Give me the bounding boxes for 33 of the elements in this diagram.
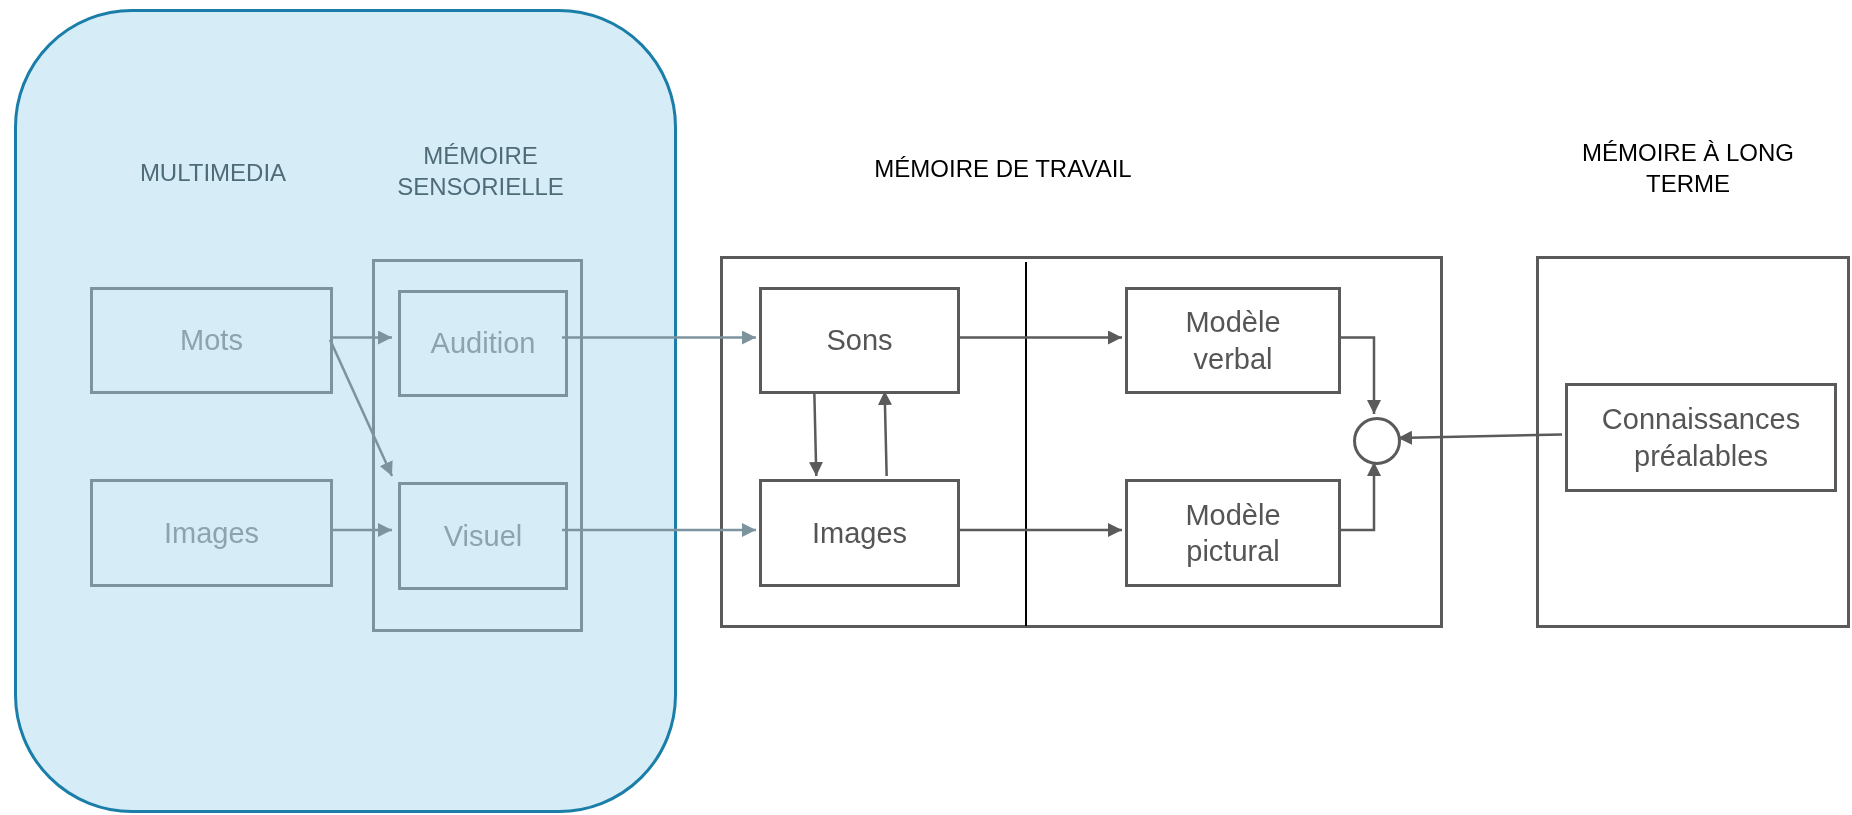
process-box [759, 287, 960, 394]
arrow [330, 330, 392, 345]
arrow [562, 330, 756, 345]
node-label: Sons [825, 323, 894, 359]
node-label: Modèle pictural [1184, 497, 1282, 569]
section-heading: MULTIMEDIA [138, 158, 288, 188]
memory-panel [14, 9, 677, 813]
process-box [1565, 383, 1837, 492]
process-box [90, 479, 333, 587]
arrow [328, 339, 394, 477]
process-box [1125, 287, 1341, 394]
arrow [562, 523, 756, 537]
node-label: Audition [429, 326, 537, 362]
node-label: Modèle verbal [1184, 305, 1282, 377]
node-label: Visuel [442, 518, 524, 554]
section-heading: MÉMOIRE À LONG TERME [1581, 138, 1795, 200]
section-heading: MÉMOIRE DE TRAVAIL [873, 154, 1133, 184]
node-label: Images [810, 515, 909, 551]
arrow [1338, 336, 1381, 414]
process-box [398, 290, 568, 397]
process-box [759, 479, 960, 587]
node-label: Connaissances préalables [1600, 402, 1802, 474]
section-heading: MÉMOIRE SENSORIELLE [396, 141, 565, 203]
process-box [90, 287, 333, 394]
node-label: Images [162, 515, 261, 551]
process-box [1125, 479, 1341, 587]
arrow [957, 330, 1122, 345]
arrow [1338, 462, 1381, 532]
process-box [398, 482, 568, 590]
arrow [957, 523, 1122, 537]
node-label: Mots [179, 323, 244, 359]
arrow [1397, 430, 1563, 445]
arrow [330, 523, 392, 537]
